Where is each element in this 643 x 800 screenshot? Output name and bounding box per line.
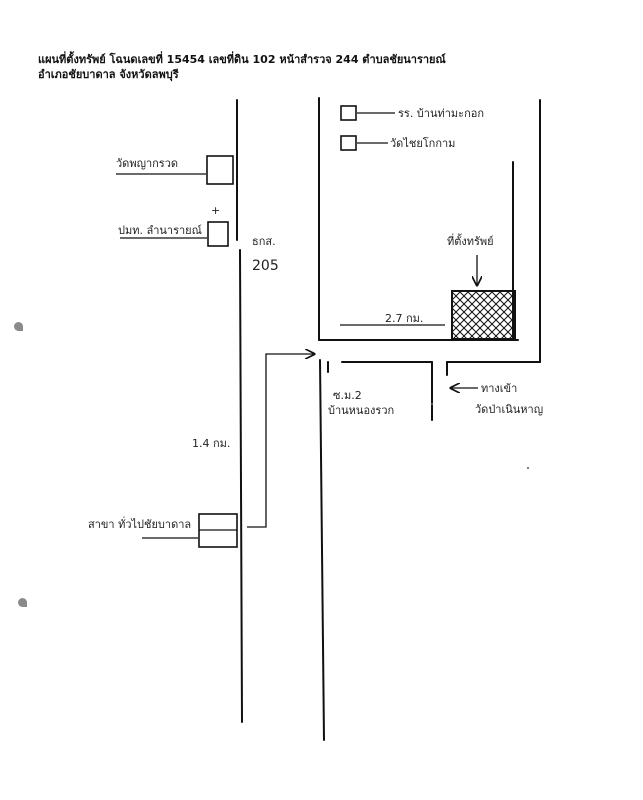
highway-205-left-edge: [239, 249, 243, 723]
soi-label: ซ.ม.2: [333, 389, 362, 402]
scan-dot: [430, 402, 434, 406]
property-label: ที่ตั้งทรัพย์: [447, 233, 494, 248]
bank-label: ธกส.: [252, 235, 276, 248]
branch-label: สาขา ทั่วไปชัยบาดาล: [88, 516, 191, 531]
school-marker: [340, 105, 357, 121]
gas-station-label: ปมท. ลำนารายณ์: [118, 224, 202, 237]
school-label: รร. บ้านท่ามะกอก: [398, 107, 484, 120]
margin-mark: [18, 598, 27, 607]
gas-station-marker: [207, 221, 229, 247]
entrance-label: ทางเข้า: [481, 382, 517, 395]
map-title: แผนที่ตั้งทรัพย์ โฉนดเลขที่ 15454 เลขที่…: [38, 53, 446, 66]
road-number-label: 205: [252, 258, 279, 274]
property-parcel: [451, 290, 516, 340]
route-arrow: [247, 354, 314, 528]
distance-top-label: 2.7 กม.: [385, 312, 423, 325]
temple-bottom-label: วัดป่าเนินหาญ: [475, 403, 543, 416]
map-subtitle: อำเภอชัยบาดาล จังหวัดลพบุรี: [38, 68, 179, 81]
distance-left-label: 1.4 กม.: [192, 437, 230, 450]
margin-mark: [14, 322, 23, 331]
temple-top-label: วัดไชยโกกาม: [390, 136, 455, 150]
temple-left-label: วัดพญากรวด: [116, 157, 178, 170]
temple-top-marker: [340, 135, 357, 151]
scan-dot: [527, 467, 529, 469]
temple-left-marker: [206, 155, 234, 185]
highway-205-right-edge-lower: [319, 359, 325, 741]
village-label: บ้านหนองรวก: [328, 404, 394, 417]
gas-station-plus: +: [211, 204, 220, 217]
